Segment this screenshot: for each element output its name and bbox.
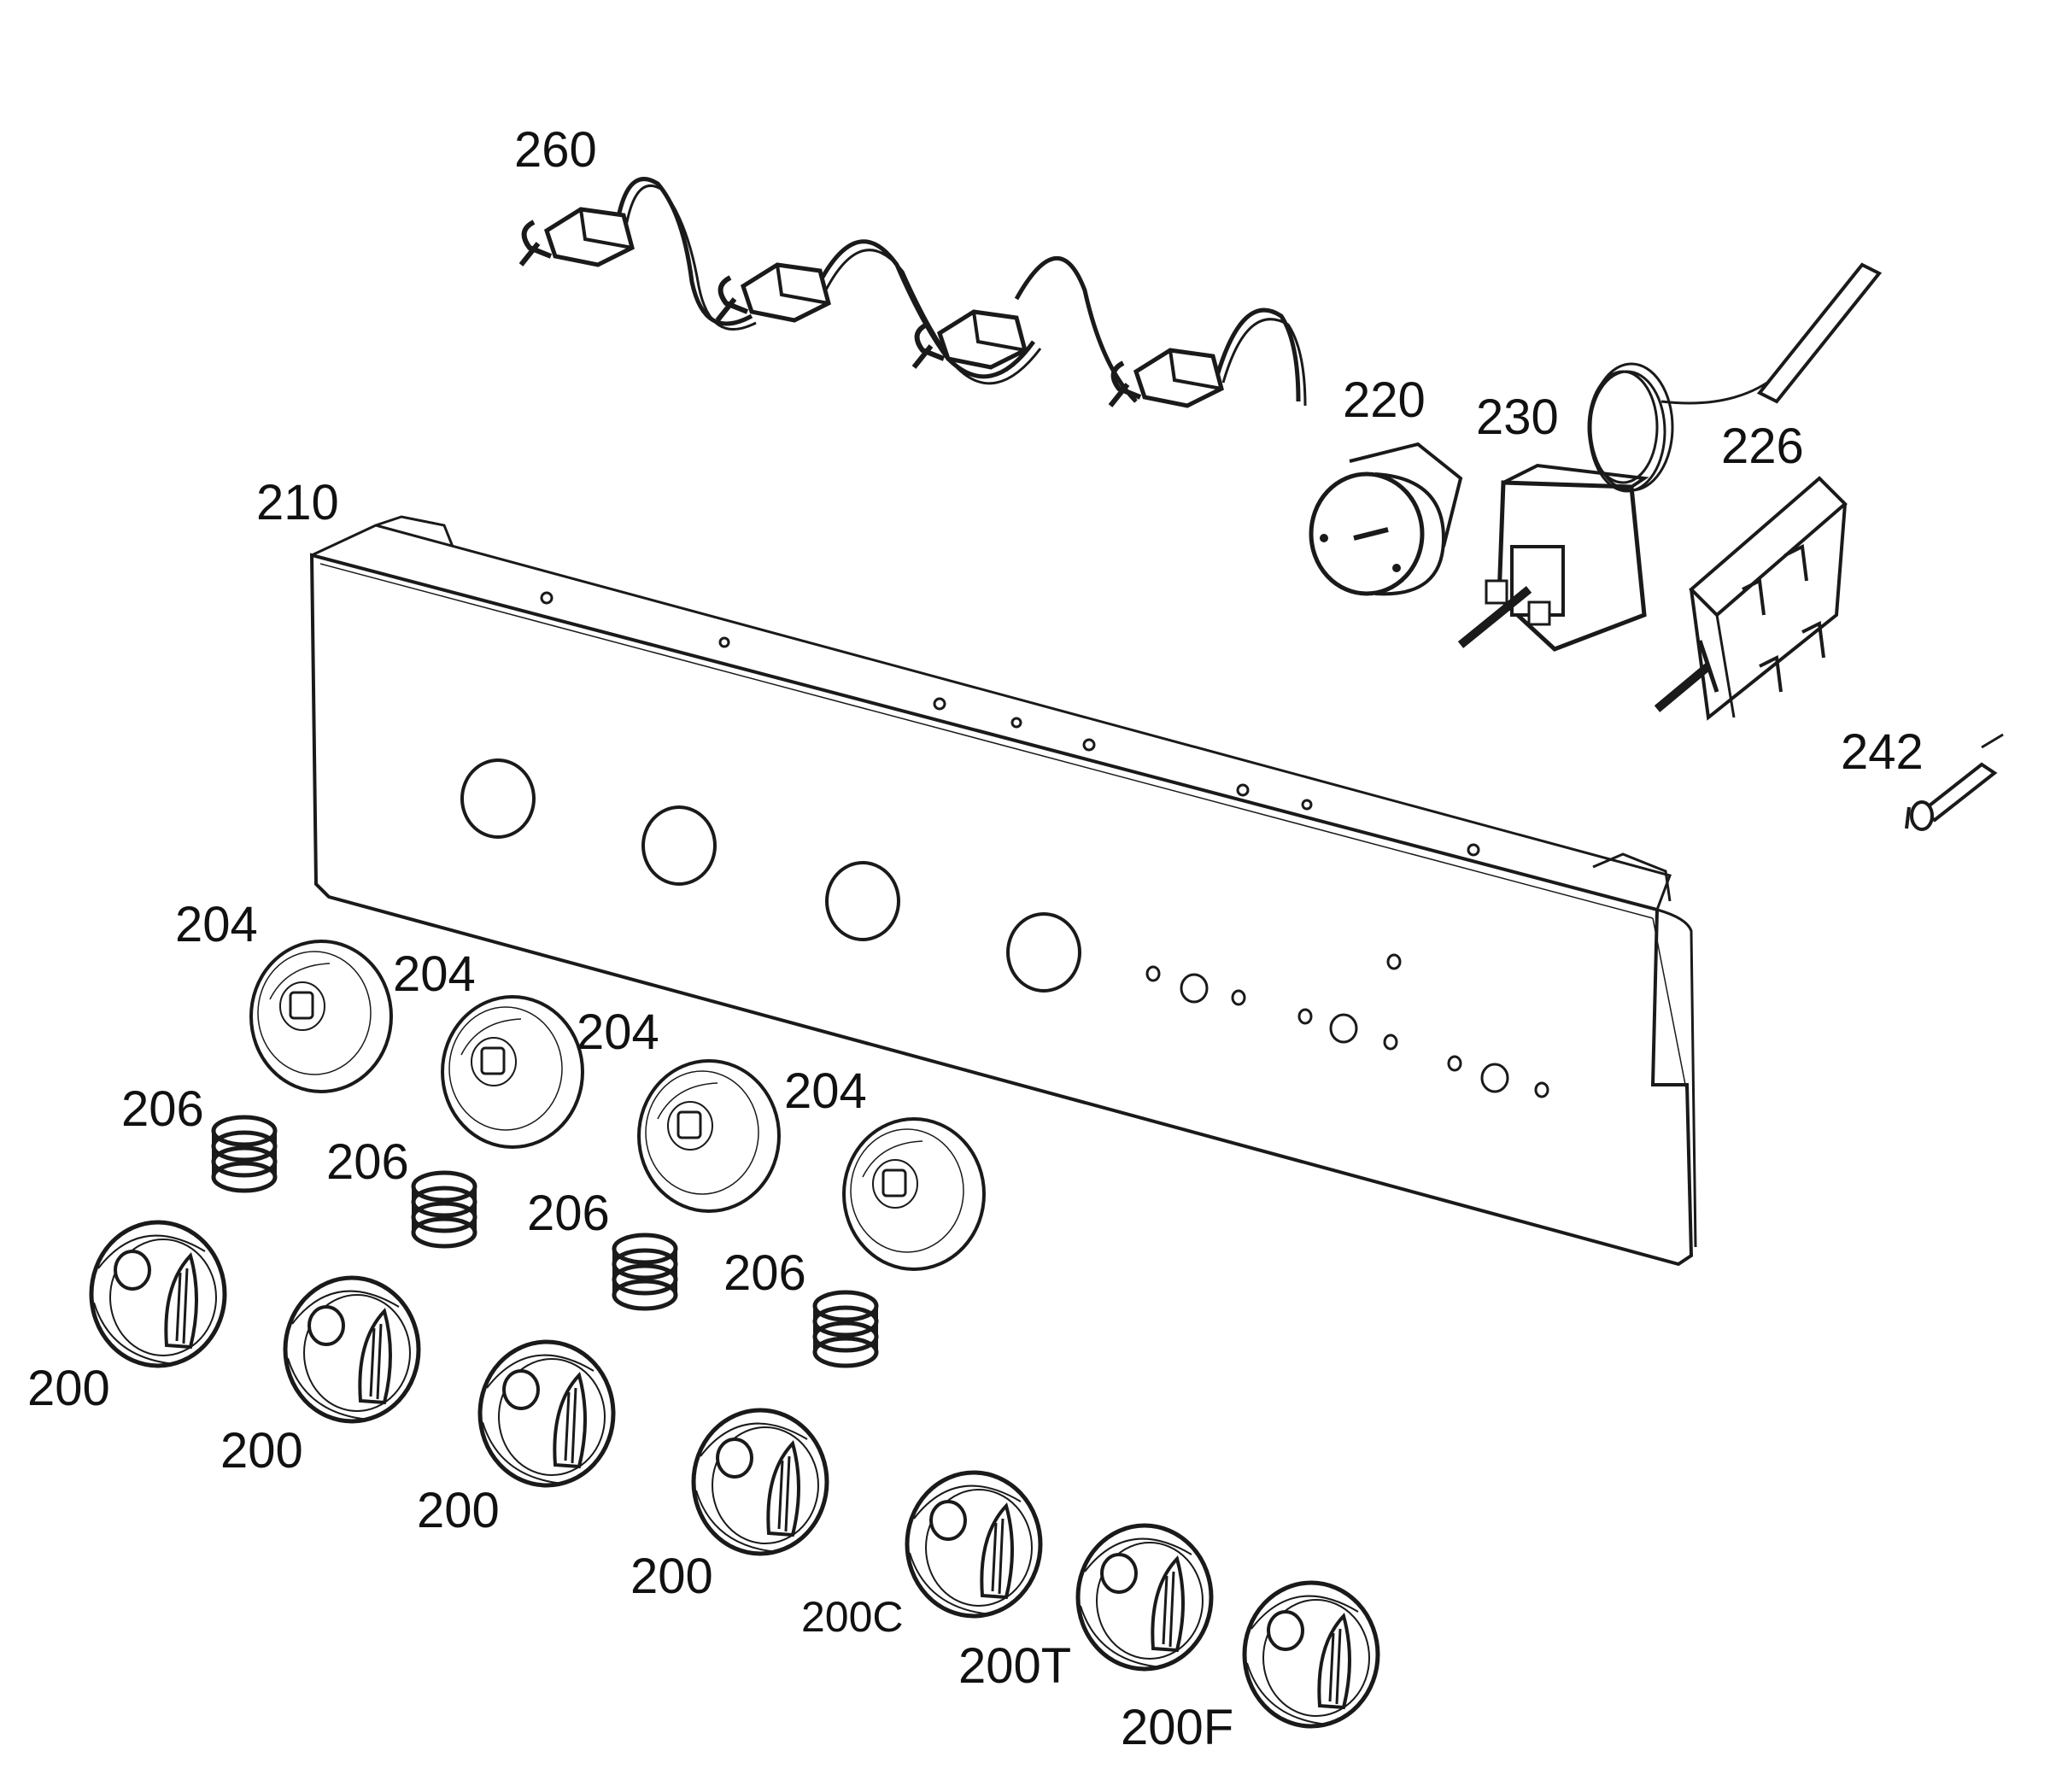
clock-motor xyxy=(1309,442,1463,596)
knob-bezel xyxy=(441,995,584,1149)
label-204: 204 xyxy=(175,897,258,952)
label-206: 206 xyxy=(723,1245,806,1301)
label-204: 204 xyxy=(393,946,476,1002)
knob-spring xyxy=(614,1235,676,1309)
knob-bezel xyxy=(842,1117,986,1271)
label-260: 260 xyxy=(514,122,597,178)
igniter-switch-harness xyxy=(521,177,1307,406)
label-206: 206 xyxy=(326,1134,409,1190)
selector-switch xyxy=(1654,476,1848,721)
label-242: 242 xyxy=(1841,724,1924,780)
label-206: 206 xyxy=(121,1081,204,1137)
label-226: 226 xyxy=(1721,419,1804,474)
knob-bezel xyxy=(249,940,393,1093)
burner-knob xyxy=(480,1342,613,1485)
burner-knob xyxy=(285,1278,419,1421)
label-200: 200 xyxy=(27,1361,110,1416)
function-knob xyxy=(1245,1583,1378,1726)
label-220: 220 xyxy=(1343,372,1426,428)
label-200c: 200C xyxy=(801,1593,904,1641)
label-204: 204 xyxy=(784,1063,867,1119)
control-panel xyxy=(309,515,1697,1267)
knob-bezel xyxy=(637,1059,781,1213)
label-200: 200 xyxy=(220,1423,303,1479)
clock-knob xyxy=(907,1473,1040,1616)
label-230: 230 xyxy=(1476,389,1559,445)
thermostat-knob xyxy=(1078,1526,1211,1669)
indicator-switch xyxy=(1905,733,2004,831)
burner-knob xyxy=(91,1222,225,1366)
oven-thermostat xyxy=(1457,262,1883,652)
label-200: 200 xyxy=(417,1483,500,1538)
label-206: 206 xyxy=(527,1186,610,1241)
knob-spring xyxy=(413,1173,475,1246)
label-200t: 200T xyxy=(958,1638,1071,1694)
knob-spring xyxy=(214,1117,275,1191)
label-204: 204 xyxy=(577,1004,659,1060)
label-200: 200 xyxy=(630,1549,713,1604)
label-210: 210 xyxy=(256,475,339,530)
knob-spring xyxy=(815,1292,876,1366)
label-200f: 200F xyxy=(1121,1700,1233,1755)
burner-knob xyxy=(694,1410,827,1554)
